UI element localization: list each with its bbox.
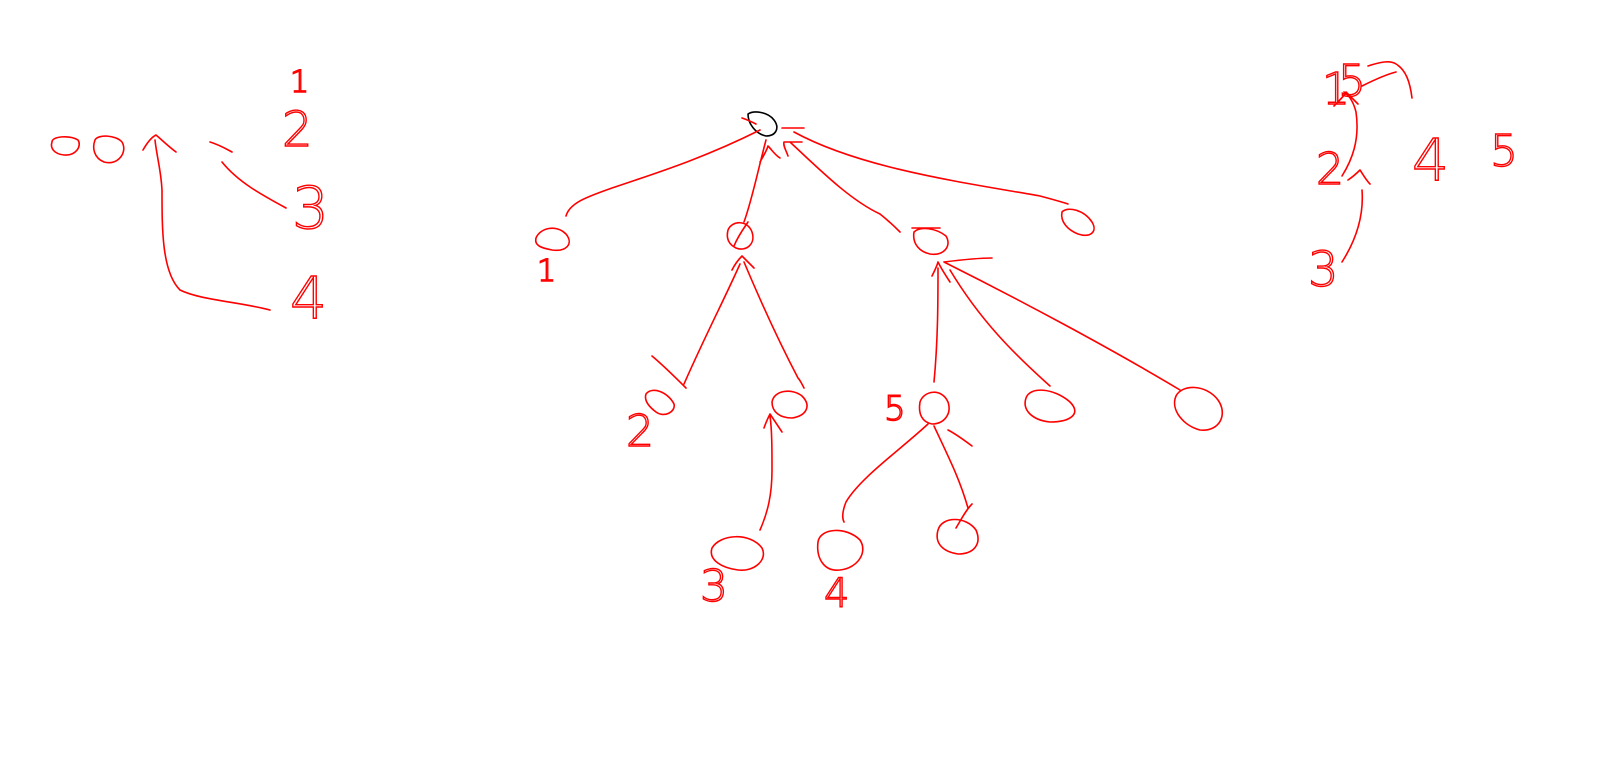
left-number-3: 3 [292, 174, 329, 242]
node-l3-a [710, 536, 765, 571]
right-arrow-1-2 [1333, 91, 1359, 177]
left-number-1: 1 [290, 65, 309, 100]
node-l1-b [726, 221, 754, 250]
arrow-from-4 [142, 134, 271, 311]
tree-label-3: 3 [700, 561, 728, 612]
node-l2-a [644, 355, 687, 416]
tree-sketch: 1 2 5 3 4 0 [534, 111, 1224, 618]
edge-c-right [943, 257, 1181, 391]
tree-label-5: 5 [884, 389, 906, 429]
left-zero-2 [92, 135, 125, 164]
right-top-hook [1361, 61, 1413, 99]
tree-label-2: 2 [626, 406, 654, 457]
tree-label-1: 1 [537, 254, 556, 289]
tree-root-node [747, 111, 778, 137]
right-arrow-2-3 [1341, 169, 1371, 263]
edge-b-right [743, 261, 805, 389]
edge-l2c-right [933, 425, 973, 509]
right-label-2: 2 [1316, 144, 1344, 195]
tree-label-4: 4 [824, 571, 849, 617]
edge-root-top-tick [741, 117, 757, 125]
node-l2-c [918, 391, 950, 425]
node-l3-b [816, 529, 864, 571]
left-zero-1 [50, 136, 80, 156]
edge-b-left [683, 255, 755, 385]
node-l2-b [771, 390, 808, 419]
node-l1-d [1060, 208, 1095, 237]
edge-c-left [931, 261, 951, 383]
edge-l2c-left [841, 423, 929, 523]
node-l1-a [534, 227, 570, 252]
right-label-4: 4 [1412, 126, 1449, 194]
edge-root-mid [743, 139, 781, 223]
left-number-4: 4 [290, 264, 327, 332]
edge-c-mid [949, 269, 1051, 387]
edge-l2b-down [759, 413, 783, 531]
right-sketch: 1 5 2 3 4 5 [1307, 55, 1518, 298]
edge-root-left [565, 129, 761, 217]
edge-root-far-right [781, 127, 1069, 205]
node-l2-e [1173, 386, 1224, 431]
node-l2-d [1024, 389, 1076, 423]
right-label-5: 5 [1490, 126, 1518, 177]
node-l3-c [936, 503, 979, 555]
right-label-1: 1 [1322, 64, 1350, 115]
arrow-from-3 [209, 141, 287, 209]
edge-root-right [783, 141, 901, 233]
right-label-3: 3 [1308, 242, 1339, 298]
left-sketch: 1 2 3 4 [50, 64, 330, 333]
node-l1-c [911, 227, 949, 256]
left-number-2: 2 [282, 102, 313, 158]
right-label-5-top: 5 [1338, 56, 1366, 107]
